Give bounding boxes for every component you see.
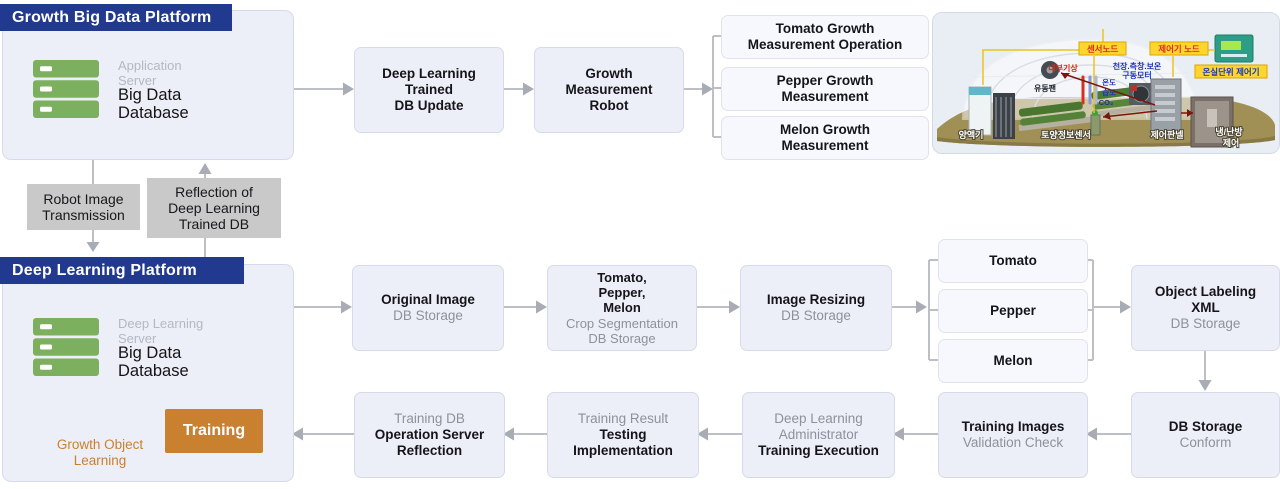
deep-learning-trained-db-update-box: Deep Learning Trained DB Update xyxy=(354,47,504,133)
control-cabinet xyxy=(1150,78,1182,136)
growth-bigdata-database-label: Big Data Database xyxy=(118,86,189,123)
box-label: Melon xyxy=(993,353,1033,369)
box-sublabel: Training Result xyxy=(577,411,669,427)
deep-learning-server-icon xyxy=(33,318,99,376)
controller-node-label: 제어기 노드 xyxy=(1158,44,1200,54)
sensor-node-label: 센서노드 xyxy=(1087,44,1118,54)
melon-growth-measurement-box: Melon Growth Measurement xyxy=(721,116,929,160)
hvac-label-line2: 제어 xyxy=(1223,137,1240,148)
nutrient-label: 양액기 xyxy=(959,129,984,140)
soil-sensor-label: 토양정보센서 xyxy=(1041,129,1091,140)
box-label: Tomato Growth Measurement Operation xyxy=(747,21,903,52)
original-image-db-storage-box: Original Image DB Storage xyxy=(352,265,504,351)
deep-learning-platform-header: Deep Learning Platform xyxy=(0,257,244,284)
box-sublabel: Conform xyxy=(1179,435,1232,450)
internal-weather-label: 내부기상 xyxy=(1048,63,1078,73)
operation-server-reflection-box: Training DB Operation Server Reflection xyxy=(354,392,505,478)
box-label: Tomato xyxy=(989,253,1037,269)
control-panel-label: 제어판넬 xyxy=(1150,129,1183,140)
box-label: Testing Implementation xyxy=(573,427,673,458)
box-label: Original Image xyxy=(381,292,475,308)
tomato-growth-measurement-box: Tomato Growth Measurement Operation xyxy=(721,15,929,59)
tomato-crop-box: Tomato xyxy=(938,239,1088,283)
training-execution-box: Deep Learning Administrator Training Exe… xyxy=(742,392,895,478)
unit-controller-label-box xyxy=(1194,64,1268,79)
box-sublabel: Validation Check xyxy=(962,435,1064,450)
training-images-validation-box: Training Images Validation Check xyxy=(938,392,1088,478)
reflection-trained-db-label: Reflection of Deep Learning Trained DB xyxy=(147,178,281,238)
box-sublabel: Crop Segmentation DB Storage xyxy=(565,315,678,346)
testing-implementation-box: Training Result Testing Implementation xyxy=(547,392,699,478)
db-storage-conform-box: DB Storage Conform xyxy=(1131,392,1280,478)
temperature-label: 온도 xyxy=(1102,78,1116,87)
sensor-node-label-box xyxy=(1078,41,1127,56)
box-label: DB Storage xyxy=(1168,419,1243,435)
melon-crop-box: Melon xyxy=(938,339,1088,383)
box-label: Operation Server Reflection xyxy=(374,427,485,458)
application-server-type-label: Application Server xyxy=(118,58,182,88)
drive-motor xyxy=(1129,83,1153,105)
hvac-photo xyxy=(1190,96,1234,148)
controller-node-label-box xyxy=(1149,41,1209,56)
box-label: Deep Learning Trained DB Update xyxy=(382,66,476,113)
box-sublabel: DB Storage xyxy=(393,308,463,323)
fan-label: 유동팬 xyxy=(1034,83,1056,93)
box-label: Pepper Growth Measurement xyxy=(776,73,874,104)
motor-label-line2: 구동모터 xyxy=(1122,70,1151,80)
object-labeling-xml-box: Object Labeling XML DB Storage xyxy=(1131,265,1280,351)
box-label: Training Images xyxy=(961,419,1065,435)
box-label: Pepper xyxy=(990,303,1036,319)
pepper-growth-measurement-box: Pepper Growth Measurement xyxy=(721,67,929,111)
image-resizing-db-storage-box: Image Resizing DB Storage xyxy=(740,265,892,351)
box-label: Training Execution xyxy=(758,442,879,458)
growth-platform-header: Growth Big Data Platform xyxy=(0,4,232,31)
box-label: Melon Growth Measurement xyxy=(780,122,870,153)
box-sublabel: Deep Learning Administrator xyxy=(774,411,863,443)
unit-controller-device xyxy=(1214,34,1254,63)
deep-learning-server-type-label: Deep Learning Server xyxy=(118,316,204,346)
pepper-crop-box: Pepper xyxy=(938,289,1088,333)
box-sublabel: DB Storage xyxy=(781,308,851,323)
hvac-label-line1: 냉/난방 xyxy=(1215,126,1243,137)
sensor-bars xyxy=(1081,75,1098,105)
unit-controller-label: 온실단위 제어기 xyxy=(1202,67,1259,77)
box-sublabel: Training DB xyxy=(394,411,465,427)
application-server-icon xyxy=(33,60,99,118)
box-label: Tomato, Pepper, Melon xyxy=(597,269,647,316)
motor-label-line1: 천장.측창.보온 xyxy=(1113,61,1162,71)
box-label: Object Labeling XML xyxy=(1154,284,1257,316)
dl-bigdata-database-label: Big Data Database xyxy=(118,344,189,381)
co2-label: CO₂ xyxy=(1099,98,1114,107)
nutrient-machine xyxy=(968,86,1015,139)
growth-object-learning-label: Growth Object Learning xyxy=(56,437,144,469)
robot-image-transmission-label: Robot Image Transmission xyxy=(27,184,140,230)
box-sublabel: DB Storage xyxy=(1170,315,1241,331)
crop-segmentation-db-storage-box: Tomato, Pepper, Melon Crop Segmentation … xyxy=(547,265,697,351)
training-box: Training xyxy=(165,409,263,453)
circulation-fan-icon xyxy=(1041,61,1059,79)
smart-greenhouse-image: 센서노드 제어기 노드 온실단위 제어기 내부기상 천장.측창.보온 구동모터 … xyxy=(932,12,1280,154)
growth-measurement-robot-box: Growth Measurement Robot xyxy=(534,47,684,133)
box-label: Growth Measurement Robot xyxy=(565,66,653,113)
humidity-label: 습도 xyxy=(1102,87,1116,97)
box-label: Image Resizing xyxy=(766,292,866,308)
